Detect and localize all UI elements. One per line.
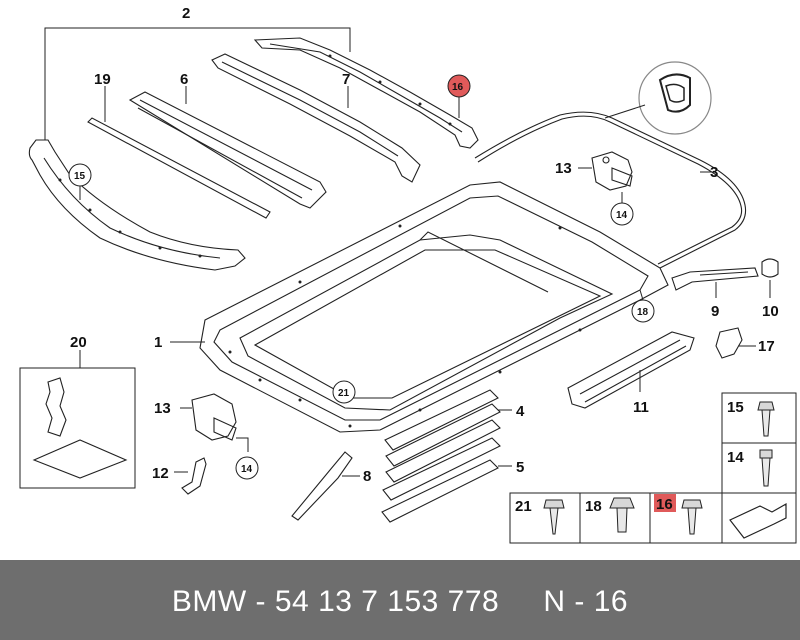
callout-17: 17 — [758, 338, 775, 355]
part-12-bracket — [174, 457, 207, 495]
callout-6: 6 — [180, 71, 188, 88]
callout-19: 19 — [94, 71, 111, 88]
part-1-sunroof-frame — [170, 181, 669, 433]
callout-2: 2 — [182, 5, 190, 22]
legend-label-21: 21 — [515, 498, 532, 515]
part-16-screw-callout — [447, 74, 471, 118]
legend-label-18: 18 — [585, 498, 602, 515]
callout-14-top-circle — [610, 202, 634, 226]
part-11-rear-guide — [567, 331, 695, 409]
part-4-guide-rail — [384, 389, 512, 483]
callout-14-left: 14 — [241, 464, 253, 475]
part-number-caption: BMW - 54 13 7 153 778 N - 16 — [171, 585, 629, 618]
callout-20: 20 — [70, 334, 87, 351]
part-2-rear-rail — [28, 27, 351, 271]
legend-label-16: 16 — [656, 496, 673, 513]
callout-12: 12 — [152, 465, 169, 482]
legend-cell-21 — [509, 492, 581, 544]
part-2-front-rail — [253, 37, 479, 149]
part-3-seal — [474, 111, 747, 269]
callout-18: 18 — [637, 307, 649, 318]
part-17-clip — [715, 327, 756, 359]
part-5-guide-rail — [381, 437, 512, 523]
callout-5: 5 — [516, 459, 524, 476]
parts-diagram-svg: 2 19 6 7 16 15 3 — [19, 5, 797, 544]
callout-7: 7 — [342, 71, 350, 88]
part-10-cap — [761, 258, 779, 298]
callout-13-top: 13 — [555, 160, 572, 177]
legend-16-highlight — [654, 494, 676, 512]
callout-14-left-circle — [235, 456, 259, 480]
part-6-wind-deflector — [128, 86, 327, 209]
legend-label-15: 15 — [727, 399, 744, 416]
part-13-drive-motor-left — [180, 393, 249, 452]
part-13-drive-motor-top — [578, 151, 633, 204]
part-9-drive-cable — [671, 267, 759, 298]
callout-9: 9 — [711, 303, 719, 320]
callout-10: 10 — [762, 303, 779, 320]
callout-16: 16 — [452, 82, 464, 93]
callout-3: 3 — [710, 164, 718, 181]
fastener-legend — [509, 392, 797, 544]
callout-14-top: 14 — [616, 210, 628, 221]
part-8-cable — [291, 451, 360, 521]
parts-diagram: 2 19 6 7 16 15 3 — [19, 5, 797, 544]
callout-11: 11 — [633, 399, 649, 416]
legend-label-14: 14 — [727, 449, 744, 466]
callout-1: 1 — [154, 334, 162, 351]
callout-13-left: 13 — [154, 400, 171, 417]
callout-15: 15 — [74, 171, 86, 182]
legend-cell-15 — [721, 392, 797, 444]
callout-4: 4 — [516, 403, 525, 420]
callout-21: 21 — [338, 388, 350, 399]
seal-detail-magnifier — [604, 61, 712, 135]
location-arrow-icon — [729, 502, 787, 539]
part-19-strip — [87, 86, 271, 219]
callout-8: 8 — [363, 468, 371, 485]
part-20-kit-box — [19, 350, 136, 489]
caption-bar — [0, 560, 800, 640]
part-7-frame-rail — [211, 53, 421, 183]
legend-cell-14 — [721, 442, 797, 494]
callout-21-circle — [332, 380, 356, 404]
